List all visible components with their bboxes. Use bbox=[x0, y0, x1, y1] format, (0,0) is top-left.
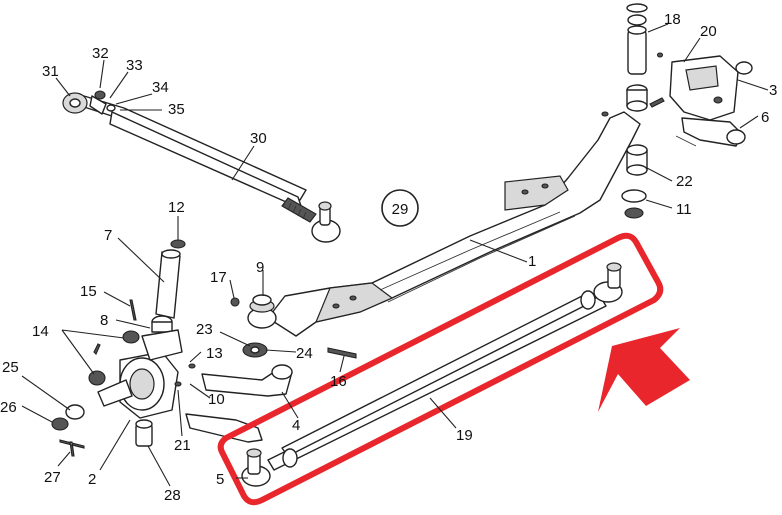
callout-21: 21 bbox=[174, 437, 191, 454]
callout-22: 22 bbox=[676, 173, 693, 190]
callout-8: 8 bbox=[100, 312, 108, 329]
callout-14: 14 bbox=[32, 323, 49, 340]
callout-15: 15 bbox=[80, 283, 97, 300]
leader-lines bbox=[21, 23, 769, 487]
small-parts bbox=[51, 294, 357, 457]
callout-16: 16 bbox=[330, 373, 347, 390]
assembly-badge-29: 29 bbox=[381, 189, 419, 227]
callout-labels: 1 2 3 4 5 6 7 8 9 10 11 12 13 14 15 16 1… bbox=[0, 11, 777, 504]
highlight-frame bbox=[217, 232, 664, 506]
steering-arm-4 bbox=[185, 364, 293, 443]
steering-knuckle-left bbox=[88, 299, 196, 419]
callout-9: 9 bbox=[256, 259, 264, 276]
callout-19: 19 bbox=[456, 427, 473, 444]
drag-link-30 bbox=[62, 90, 341, 243]
kingpin-stack-right bbox=[621, 3, 665, 219]
callout-7: 7 bbox=[104, 227, 112, 244]
callout-28: 28 bbox=[164, 487, 181, 504]
callout-25: 25 bbox=[2, 359, 19, 376]
callout-17: 17 bbox=[210, 269, 227, 286]
axle-beam-1 bbox=[247, 111, 641, 337]
callout-6: 6 bbox=[761, 109, 769, 126]
callout-33: 33 bbox=[126, 57, 143, 74]
callout-11: 11 bbox=[676, 201, 692, 218]
callout-31: 31 bbox=[42, 63, 59, 80]
callout-2: 2 bbox=[88, 471, 96, 488]
callout-4: 4 bbox=[292, 417, 300, 434]
callout-1: 1 bbox=[528, 253, 536, 270]
callout-3: 3 bbox=[769, 82, 777, 99]
callout-30: 30 bbox=[250, 130, 267, 147]
steering-knuckle-right bbox=[669, 55, 753, 147]
kingpin-left bbox=[151, 239, 186, 333]
callout-12: 12 bbox=[168, 199, 185, 216]
highlight-arrow bbox=[598, 328, 690, 412]
tie-rod-19 bbox=[241, 262, 623, 487]
highlight-annotation bbox=[217, 232, 690, 506]
callout-5: 5 bbox=[216, 471, 224, 488]
callout-13: 13 bbox=[206, 345, 223, 362]
callout-18: 18 bbox=[664, 11, 681, 28]
assembly-number: 29 bbox=[392, 201, 409, 218]
callout-26: 26 bbox=[0, 399, 17, 416]
callout-10: 10 bbox=[208, 391, 225, 408]
callout-24: 24 bbox=[296, 345, 313, 362]
callout-27: 27 bbox=[44, 469, 61, 486]
callout-35: 35 bbox=[168, 101, 185, 118]
callout-23: 23 bbox=[196, 321, 213, 338]
callout-34: 34 bbox=[152, 79, 169, 96]
callout-32: 32 bbox=[92, 45, 109, 62]
callout-20: 20 bbox=[700, 23, 717, 40]
